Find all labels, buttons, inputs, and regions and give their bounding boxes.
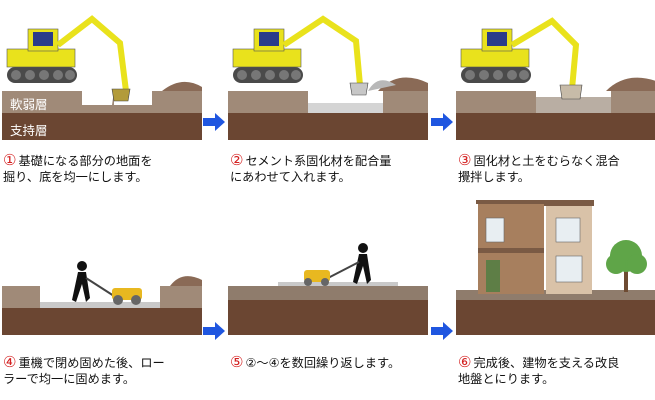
- step-text: 完成後、建物を支える改良 地盤とにります。: [458, 356, 620, 386]
- step-number: ⑥: [458, 353, 472, 371]
- tree-icon: [606, 240, 647, 292]
- step-3-illustration: [456, 5, 655, 140]
- step-text: 固化材と土をむらなく混合 攪拌します。: [458, 154, 620, 184]
- excavator-icon: [6, 15, 131, 102]
- step-text: ②～④を数回繰り返します。: [245, 356, 401, 370]
- step-text: セメント系固化材を配合量 にあわせて入れます。: [230, 154, 392, 184]
- worker-with-roller-icon: [304, 243, 371, 286]
- step-number: ④: [3, 353, 17, 371]
- step-text: 基礎になる部分の地面を 掘り、底を均一にします。: [3, 154, 153, 184]
- excavator-icon: [232, 15, 369, 96]
- arrow-right-icon: [431, 322, 453, 340]
- soft-layer-label: 軟弱層: [10, 97, 48, 112]
- worker-with-roller-icon: [72, 261, 142, 305]
- step-5-illustration: [228, 200, 428, 335]
- step-number: ②: [230, 151, 244, 169]
- arrow-right-icon: [203, 322, 225, 340]
- arrow-right-icon: [431, 113, 453, 131]
- step-number: ③: [458, 151, 472, 169]
- step-text: 重機で閉め固めた後、ロー ラーで均一に固めます。: [3, 356, 165, 386]
- arrow-right-icon: [203, 113, 225, 131]
- step-6-illustration: [456, 200, 655, 335]
- step-number: ①: [3, 151, 17, 169]
- excavator-icon: [460, 17, 583, 100]
- step-number: ⑤: [230, 353, 244, 371]
- step-1-illustration: 軟弱層 支持層: [2, 5, 202, 140]
- support-layer-label: 支持層: [10, 123, 48, 138]
- step-4-illustration: [2, 200, 202, 335]
- step-2-illustration: [228, 5, 428, 140]
- house-icon: [476, 200, 594, 294]
